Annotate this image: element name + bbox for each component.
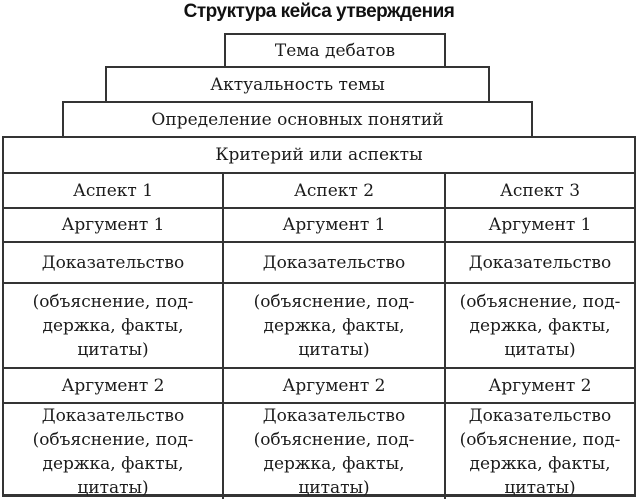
table-header-criteria: Критерий или аспекты xyxy=(215,145,423,165)
table-cell-argument2: Аргумент 2 xyxy=(224,367,446,402)
table-cell-argument2: Аргумент 2 xyxy=(4,367,224,402)
table-cell-argument2: Аргумент 2 xyxy=(446,367,634,402)
table-cell-argument1: Аргумент 1 xyxy=(4,207,224,241)
pyramid-level-topic-relevance: Актуальность темы xyxy=(105,66,490,103)
table-cell-evidence-explanation: Доказательство (объяснение, под- держка,… xyxy=(446,402,634,499)
table-cell-argument1: Аргумент 1 xyxy=(446,207,634,241)
table-cell-explanation: (объяснение, под- держка, факты, цитаты) xyxy=(446,282,634,367)
pyramid-level-label: Определение основных понятий xyxy=(151,109,444,130)
table-cell-aspect-1: Аспект 1 xyxy=(4,172,224,207)
table-cell-evidence: Доказательство xyxy=(224,241,446,282)
case-structure-table: Критерий или аспекты Аспект 1 Аспект 2 А… xyxy=(2,136,636,499)
table-cell-argument1: Аргумент 1 xyxy=(224,207,446,241)
table-cell-evidence-explanation: Доказательство (объяснение, под- держка,… xyxy=(4,402,224,499)
diagram-title: Структура кейса утверждения xyxy=(183,1,455,22)
table-cell-explanation: (объяснение, под- держка, факты, цитаты) xyxy=(224,282,446,367)
pyramid-level-debate-topic: Тема дебатов xyxy=(224,33,446,68)
table-cell-evidence: Доказательство xyxy=(446,241,634,282)
pyramid-level-label: Тема дебатов xyxy=(274,40,396,61)
table-cell-evidence-explanation: Доказательство (объяснение, под- держка,… xyxy=(224,402,446,499)
table-cell-aspect-3: Аспект 3 xyxy=(446,172,634,207)
table-cell-explanation: (объяснение, под- держка, факты, цитаты) xyxy=(4,282,224,367)
pyramid-level-key-definitions: Определение основных понятий xyxy=(62,101,533,138)
pyramid-level-label: Актуальность темы xyxy=(210,74,385,95)
table-cell-aspect-2: Аспект 2 xyxy=(224,172,446,207)
table-cell-evidence: Доказательство xyxy=(4,241,224,282)
